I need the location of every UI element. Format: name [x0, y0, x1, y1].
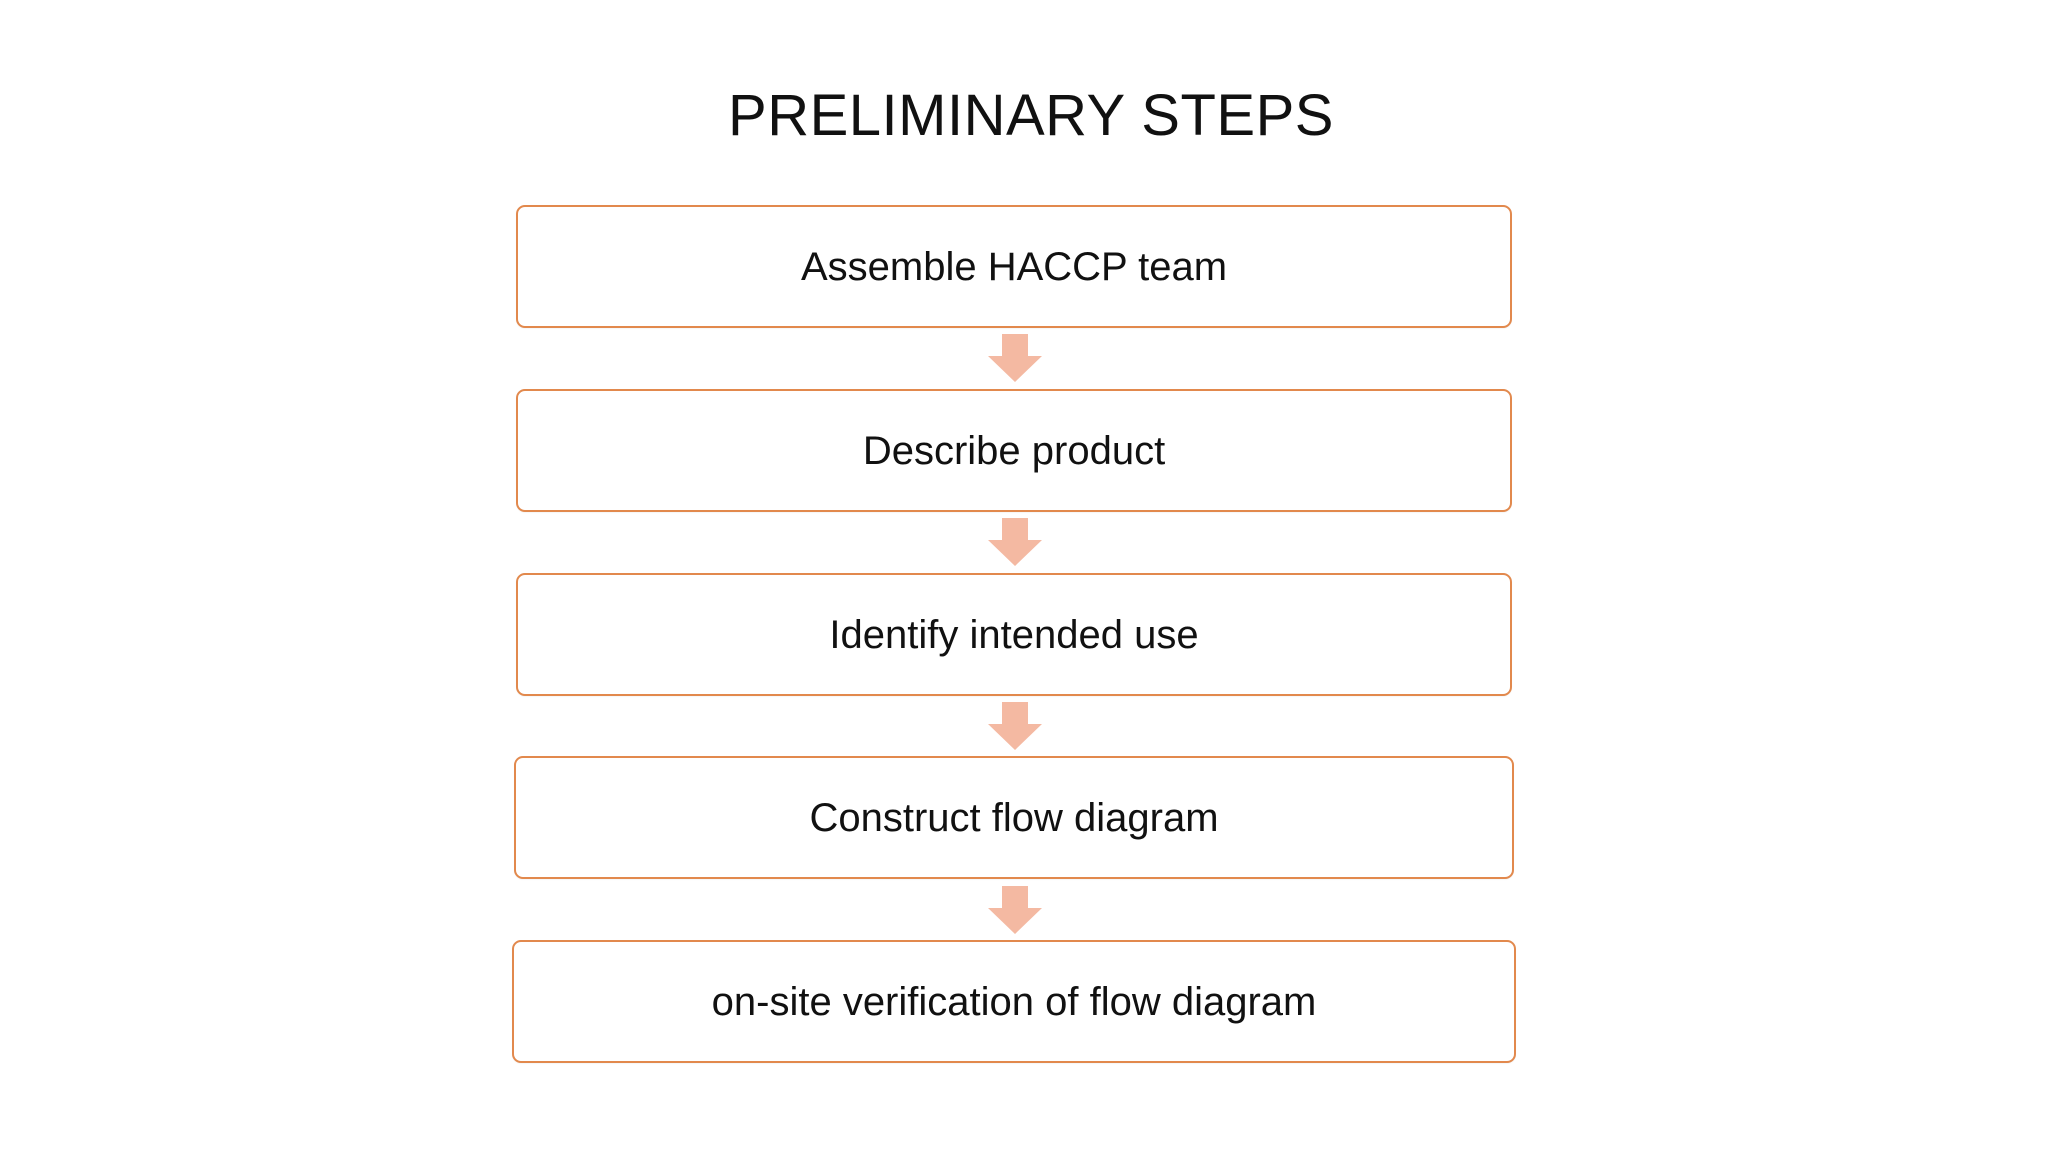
- slide-title: PRELIMINARY STEPS: [728, 83, 1334, 148]
- down-arrow-icon: [988, 886, 1042, 934]
- down-arrow-icon: [988, 334, 1042, 382]
- step-box-construct-flow-diagram: Construct flow diagram: [514, 756, 1514, 879]
- step-box-verify-flow-diagram: on-site verification of flow diagram: [512, 940, 1516, 1063]
- step-box-assemble-team: Assemble HACCP team: [516, 205, 1512, 328]
- step-label: Identify intended use: [829, 612, 1199, 657]
- step-label: Describe product: [862, 428, 1166, 473]
- step-box-intended-use: Identify intended use: [516, 573, 1512, 696]
- step-label: Construct flow diagram: [809, 795, 1219, 840]
- step-label: on-site verification of flow diagram: [711, 979, 1317, 1024]
- step-label: Assemble HACCP team: [800, 244, 1228, 289]
- down-arrow-icon: [988, 702, 1042, 750]
- step-box-describe-product: Describe product: [516, 389, 1512, 512]
- down-arrow-icon: [988, 518, 1042, 566]
